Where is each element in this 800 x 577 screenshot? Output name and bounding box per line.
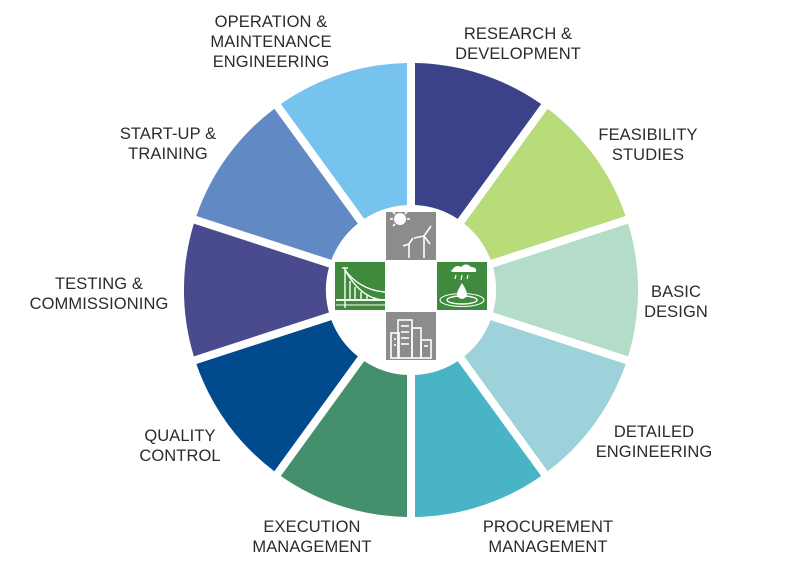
bridge-icon bbox=[336, 267, 386, 308]
segment-quality bbox=[196, 320, 358, 472]
segment-procurement bbox=[415, 361, 542, 517]
label-procurement: PROCUREMENT MANAGEMENT bbox=[482, 518, 614, 556]
segment-startup bbox=[196, 108, 358, 260]
segment-detailed bbox=[464, 320, 626, 472]
city-buildings-icon bbox=[390, 319, 432, 359]
water-drop-icon bbox=[439, 264, 485, 308]
center-tile-left bbox=[335, 262, 386, 310]
segment-basic bbox=[493, 223, 639, 357]
center-tile-right bbox=[437, 262, 487, 310]
segment-execution bbox=[280, 361, 407, 517]
label-startup: START-UP & TRAINING bbox=[119, 125, 217, 163]
label-research: RESEARCH & DEVELOPMENT bbox=[455, 25, 581, 63]
segment-operation bbox=[280, 63, 407, 219]
sun-wind-turbine-icon bbox=[390, 209, 432, 258]
segment-testing bbox=[183, 223, 329, 357]
segment-research bbox=[415, 63, 542, 219]
segments-layer bbox=[183, 63, 639, 517]
center-disc bbox=[328, 207, 494, 373]
label-basic-design: BASIC DESIGN bbox=[644, 283, 708, 321]
label-quality-control: QUALITY CONTROL bbox=[139, 427, 221, 465]
label-operation: OPERATION & MAINTENANCE ENGINEERING bbox=[210, 13, 332, 71]
center-tile-top bbox=[386, 209, 436, 260]
segment-feasibility bbox=[464, 108, 626, 260]
label-feasibility: FEASIBILITY STUDIES bbox=[598, 126, 698, 164]
label-execution: EXECUTION MANAGEMENT bbox=[252, 518, 372, 556]
label-testing: TESTING & COMMISSIONING bbox=[29, 275, 169, 313]
label-detailed-engineering: DETAILED ENGINEERING bbox=[595, 423, 713, 461]
center-tile-bottom bbox=[386, 312, 436, 360]
